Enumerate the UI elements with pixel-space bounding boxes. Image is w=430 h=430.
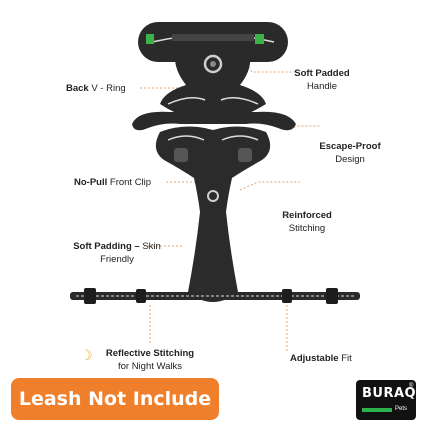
brand-logo: BURAQ ® Pets xyxy=(356,380,416,420)
chest-strap xyxy=(132,111,296,131)
logo-bar xyxy=(362,408,392,412)
callout-escape-proof: Escape-Proof Design xyxy=(319,141,381,165)
moon-icon: ☽ xyxy=(80,347,93,363)
callout-reinforced: Reinforced Stitching xyxy=(282,210,332,234)
callout-adjustable: Adjustable Fit xyxy=(290,353,352,364)
callout-back-ring: Back V - Ring xyxy=(66,83,126,94)
leash-not-included-badge: Leash Not Include xyxy=(11,378,219,420)
badge-text: Leash Not Include xyxy=(18,388,212,410)
callout-reflective: Reflective Stitching for Night Walks xyxy=(105,348,195,372)
callout-soft-padding: Soft Padding – Skin Friendly xyxy=(73,241,161,265)
handle-pad xyxy=(138,22,288,62)
front-panel xyxy=(155,126,271,302)
callout-soft-padded-handle: Soft Padded Handle xyxy=(294,68,350,92)
back-panel xyxy=(160,54,266,122)
callout-no-pull: No-Pull Front Clip xyxy=(74,177,152,188)
belly-strap xyxy=(70,288,360,304)
